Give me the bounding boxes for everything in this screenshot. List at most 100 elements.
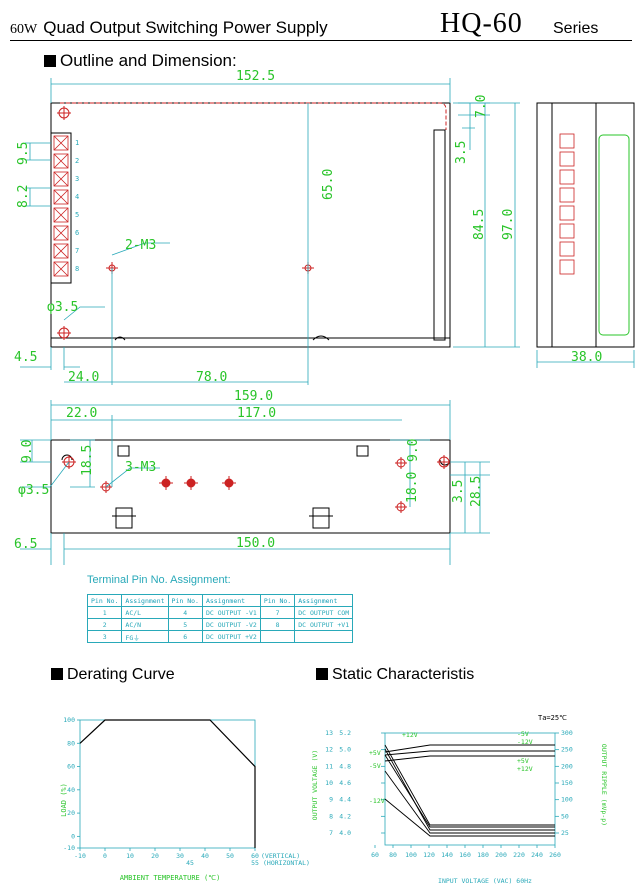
x-tick-label: 55 bbox=[251, 859, 259, 867]
dim-3-m3: 3-M3 bbox=[125, 460, 156, 475]
dim-8-2: 8.2 bbox=[16, 185, 31, 208]
x-tick-suffix: (HORIZONTAL) bbox=[263, 859, 310, 867]
table-cell: DC OUTPUT +V1 bbox=[294, 618, 354, 631]
x-tick-label: 240 bbox=[531, 851, 543, 859]
y-tick-label: 80 bbox=[67, 739, 75, 747]
table-cell: 8 bbox=[259, 618, 296, 631]
x-tick-label: 10 bbox=[126, 852, 134, 860]
terminal-number: 4 bbox=[75, 193, 79, 201]
table-cell: DC OUTPUT COM bbox=[294, 606, 354, 619]
terminal-number: 5 bbox=[75, 211, 79, 219]
series-label: +5V bbox=[369, 749, 381, 757]
dim-78-0: 78.0 bbox=[196, 370, 227, 385]
series-label: +5V bbox=[517, 757, 529, 765]
dim-18-0: 18.0 bbox=[405, 472, 420, 503]
table-cell: AC/L bbox=[121, 606, 169, 619]
table-header: Pin No. bbox=[86, 594, 123, 607]
dim-28-5: 28.5 bbox=[469, 476, 484, 507]
table-cell: AC/N bbox=[121, 618, 169, 631]
y-tick-label: 4.4 bbox=[339, 796, 351, 804]
x-tick-label: 40 bbox=[201, 852, 209, 860]
dim-65-0: 65.0 bbox=[321, 169, 336, 200]
y-tick-label: 13 bbox=[325, 729, 333, 737]
terminal-table-title: Terminal Pin No. Assignment: bbox=[87, 574, 231, 586]
table-row: 2 AC/N 5 DC OUTPUT -V2 8 DC OUTPUT +V1 bbox=[86, 618, 354, 631]
y-tick-label: 60 bbox=[67, 763, 75, 771]
x-tick-label: 220 bbox=[513, 851, 525, 859]
terminal-number: 7 bbox=[75, 247, 79, 255]
static-frame bbox=[384, 732, 556, 846]
y-tick-label-right: 100 bbox=[561, 796, 573, 804]
header-rule bbox=[10, 40, 632, 41]
dim-84-5: 84.5 bbox=[472, 209, 487, 240]
derating-xlabel: AMBIENT TEMPERATURE (℃) bbox=[120, 874, 221, 882]
y-tick-label: 4.0 bbox=[339, 829, 351, 837]
y-tick-label: 8 bbox=[329, 812, 333, 820]
series-label: -12V bbox=[517, 738, 533, 746]
terminal-number: 1 bbox=[75, 139, 79, 147]
x-tick-label: 120 bbox=[423, 851, 435, 859]
dim-9-5: 9.5 bbox=[16, 142, 31, 165]
top-view-body bbox=[50, 102, 451, 348]
y-tick-label-right: 25 bbox=[561, 829, 569, 837]
table-cell: 1 bbox=[86, 606, 123, 619]
side-view-body bbox=[536, 102, 635, 348]
dim-18-5: 18.5 bbox=[80, 445, 95, 476]
section-derating-title: Derating Curve bbox=[67, 666, 175, 683]
table-header-row: Pin No. Assignment Pin No. Assignment Pi… bbox=[86, 594, 354, 607]
table-cell: FG⏚ bbox=[121, 630, 169, 643]
y-tick-label-right: 250 bbox=[561, 746, 573, 754]
series-label: -12V bbox=[369, 797, 385, 805]
x-tick-suffix: (VERTICAL) bbox=[261, 852, 300, 860]
table-cell: 3 bbox=[86, 630, 123, 643]
table-header: Pin No. bbox=[259, 594, 296, 607]
dim-22-0: 22.0 bbox=[66, 406, 97, 421]
table-cell: DC OUTPUT -V1 bbox=[201, 606, 261, 619]
y-tick-label: 9 bbox=[329, 796, 333, 804]
series-label: -5V bbox=[517, 730, 529, 738]
x-tick-label: 45 bbox=[186, 859, 194, 867]
bottom-view-body bbox=[50, 439, 451, 534]
terminal-number: 6 bbox=[75, 229, 79, 237]
dim-97-0: 97.0 bbox=[501, 209, 516, 240]
series-label: +12V bbox=[517, 765, 533, 773]
dim-38-0: 38.0 bbox=[571, 350, 602, 365]
wattage: 60W bbox=[10, 22, 38, 37]
y-tick-label: -10 bbox=[63, 844, 75, 852]
series-label: Series bbox=[553, 20, 599, 37]
section-static-title: Static Characteristis bbox=[332, 666, 475, 683]
x-tick-label: 200 bbox=[495, 851, 507, 859]
terminal-block bbox=[50, 132, 72, 284]
table-cell bbox=[259, 630, 296, 643]
y-tick-label: 5.2 bbox=[339, 729, 351, 737]
static-xlabel: INPUT VOLTAGE (VAC) 60Hz bbox=[438, 877, 532, 885]
section-outline: Outline and Dimension: bbox=[44, 51, 237, 71]
static-ylabel-left: OUTPUT VOLTAGE (V) bbox=[311, 750, 319, 820]
section-static: Static Characteristis bbox=[316, 666, 474, 684]
bullet-square-icon bbox=[316, 668, 328, 680]
dim-150-0: 150.0 bbox=[236, 536, 275, 551]
table-cell: 7 bbox=[259, 606, 296, 619]
dim-24-0: 24.0 bbox=[68, 370, 99, 385]
table-cell: 5 bbox=[167, 618, 203, 631]
terminal-number: 8 bbox=[75, 265, 79, 273]
x-tick-label: 30 bbox=[176, 852, 184, 860]
y-tick-label: 20 bbox=[67, 809, 75, 817]
y-tick-label: 7 bbox=[329, 829, 333, 837]
x-tick-label: 0 bbox=[103, 852, 107, 860]
y-tick-label: 4.6 bbox=[339, 779, 351, 787]
bullet-square-icon bbox=[44, 55, 56, 67]
y-tick-label: 12 bbox=[325, 746, 333, 754]
x-tick-label: 160 bbox=[459, 851, 471, 859]
dim-2-m3: 2-M3 bbox=[125, 238, 156, 253]
section-derating: Derating Curve bbox=[51, 666, 175, 684]
dim-4-5: 4.5 bbox=[14, 350, 37, 365]
ta-label: Ta=25℃ bbox=[538, 714, 567, 722]
y-tick-label-right: 200 bbox=[561, 762, 573, 770]
x-tick-label: 60 bbox=[251, 852, 259, 860]
section-outline-title: Outline and Dimension: bbox=[60, 51, 237, 70]
table-header: Assignment bbox=[121, 594, 169, 607]
terminal-table: Pin No. Assignment Pin No. Assignment Pi… bbox=[86, 594, 354, 643]
